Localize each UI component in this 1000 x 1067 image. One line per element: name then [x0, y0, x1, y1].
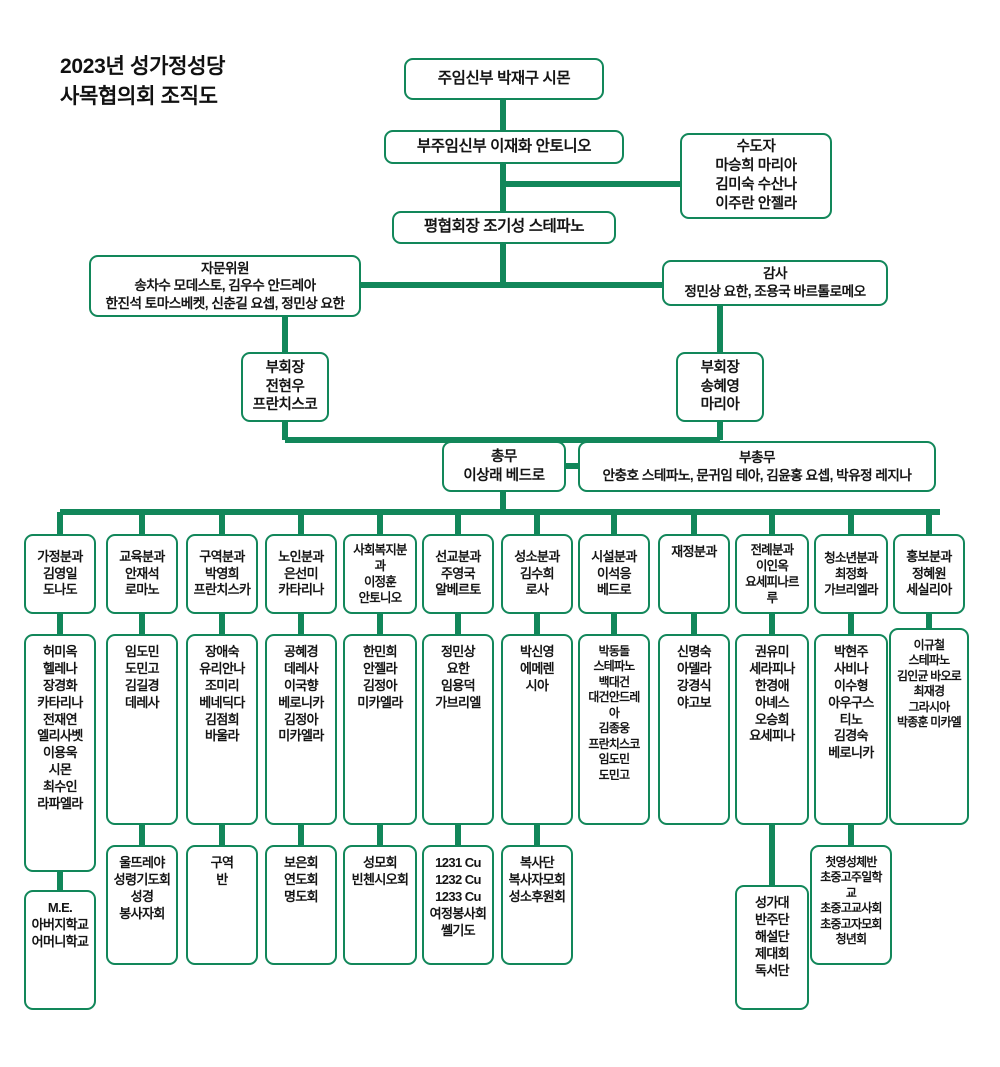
- department-groups-10[interactable]: 첫영성체반 초중고주일학교 초중고교사회 초중고자모회 청년회: [810, 845, 892, 965]
- node-vice-president-right[interactable]: 부회장 송혜영 마리아: [676, 352, 764, 422]
- node-deputy-secretary[interactable]: 부총무 안충호 스테파노, 문귀임 테아, 김윤홍 요셉, 박유정 레지나: [578, 441, 936, 492]
- node-council-president[interactable]: 평협회장 조기성 스테파노: [392, 211, 616, 244]
- node-general-secretary[interactable]: 총무 이상래 베드로: [442, 441, 566, 492]
- department-members-8[interactable]: 신명숙 아델라 강경식 야고보: [658, 634, 730, 825]
- department-members-11[interactable]: 이규철 스테파노 김인균 바오로 최재경 그라시아 박종훈 미카엘: [889, 628, 969, 825]
- department-head-2[interactable]: 구역분과 박영희 프란치스카: [186, 534, 258, 614]
- department-head-1[interactable]: 교육분과 안재석 로마노: [106, 534, 178, 614]
- node-associate-pastor[interactable]: 부주임신부 이재화 안토니오: [384, 130, 624, 164]
- department-head-8[interactable]: 재정분과: [658, 534, 730, 614]
- department-head-4[interactable]: 사회복지분과 이정훈 안토니오: [343, 534, 417, 614]
- node-religious[interactable]: 수도자 마승희 마리아 김미숙 수산나 이주란 안젤라: [680, 133, 832, 219]
- department-head-0[interactable]: 가정분과 김영일 도나도: [24, 534, 96, 614]
- department-head-7[interactable]: 시설분과 이석응 베드로: [578, 534, 650, 614]
- department-members-7[interactable]: 박동돌 스테파노 백대건 대건안드레아 김종웅 프란치스코 임도민 도민고: [578, 634, 650, 825]
- department-members-1[interactable]: 임도민 도민고 김길경 데레사: [106, 634, 178, 825]
- node-advisors[interactable]: 자문위원 송차수 모데스토, 김우수 안드레아 한진석 토마스베켓, 신춘길 요…: [89, 255, 361, 317]
- department-groups-9[interactable]: 성가대 반주단 해설단 제대회 독서단: [735, 885, 809, 1010]
- node-auditors[interactable]: 감사 정민상 요한, 조용국 바르톨로메오: [662, 260, 888, 306]
- department-groups-3[interactable]: 보은회 연도회 명도회: [265, 845, 337, 965]
- department-members-2[interactable]: 장애숙 유리안나 조미리 베네딕다 김점희 바울라: [186, 634, 258, 825]
- department-members-9[interactable]: 권유미 세라피나 한경애 아녜스 오승희 요세피나: [735, 634, 809, 825]
- department-groups-5[interactable]: 1231 Cu 1232 Cu 1233 Cu 여정봉사회 쎌기도: [422, 845, 494, 965]
- department-members-4[interactable]: 한민희 안젤라 김정아 미카엘라: [343, 634, 417, 825]
- department-members-6[interactable]: 박신영 에메렌 시아: [501, 634, 573, 825]
- department-members-3[interactable]: 공혜경 데레사 이국향 베로니카 김정아 미카엘라: [265, 634, 337, 825]
- page-title: 2023년 성가정성당 사목협의회 조직도: [60, 55, 226, 108]
- department-head-5[interactable]: 선교분과 주영국 알베르토: [422, 534, 494, 614]
- department-groups-6[interactable]: 복사단 복사자모회 성소후원회: [501, 845, 573, 965]
- department-head-9[interactable]: 전례분과 이인옥 요세피나르루: [735, 534, 809, 614]
- department-head-11[interactable]: 홍보분과 정혜원 세실리아: [893, 534, 965, 614]
- department-head-10[interactable]: 청소년분과 최정화 가브리엘라: [814, 534, 888, 614]
- department-groups-2[interactable]: 구역 반: [186, 845, 258, 965]
- department-head-6[interactable]: 성소분과 김수희 로사: [501, 534, 573, 614]
- department-members-0[interactable]: 허미옥 헬레나 장경화 카타리나 전재연 엘리사벳 이용욱 시몬 최수인 라파엘…: [24, 634, 96, 872]
- department-groups-4[interactable]: 성모회 빈첸시오회: [343, 845, 417, 965]
- node-vice-president-left[interactable]: 부회장 전현우 프란치스코: [241, 352, 329, 422]
- department-head-3[interactable]: 노인분과 은선미 카타리나: [265, 534, 337, 614]
- department-groups-1[interactable]: 울뜨레야 성령기도회 성경 봉사자회: [106, 845, 178, 965]
- department-members-10[interactable]: 박현주 사비나 이수형 아우구스 티노 김경숙 베로니카: [814, 634, 888, 825]
- department-groups-0[interactable]: M.E. 아버지학교 어머니학교: [24, 890, 96, 1010]
- node-pastor[interactable]: 주임신부 박재구 시몬: [404, 58, 604, 100]
- department-members-5[interactable]: 정민상 요한 임용덕 가브리엘: [422, 634, 494, 825]
